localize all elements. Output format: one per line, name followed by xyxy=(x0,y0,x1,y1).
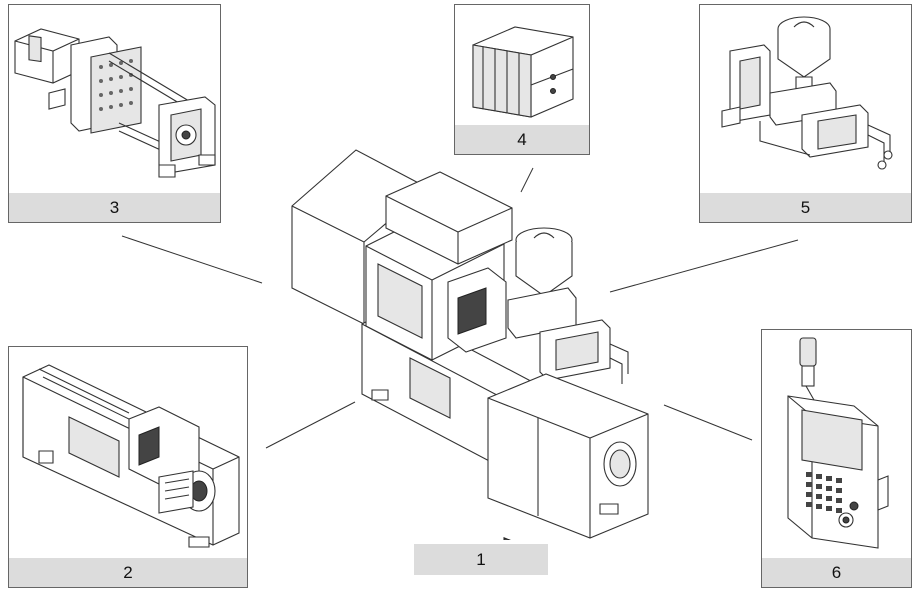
mold-drawing xyxy=(472,26,574,118)
panel-3-label: 3 xyxy=(9,193,220,222)
panel-injection-unit: 5 xyxy=(699,4,912,223)
panel-2-label: 2 xyxy=(9,558,247,587)
leader-line-4 xyxy=(520,167,534,193)
panel-control-pendant: 6 xyxy=(761,329,912,588)
leader-line-3 xyxy=(121,235,263,284)
injection-molding-machine xyxy=(291,149,649,540)
machine-base-drawing xyxy=(22,364,240,548)
leader-line-6 xyxy=(663,404,753,441)
panel-machine-base: 2 xyxy=(8,346,248,588)
leader-line-2 xyxy=(265,401,356,449)
injection-unit-drawing xyxy=(721,16,893,170)
panel-5-label: 5 xyxy=(700,193,911,222)
clamping-unit-drawing xyxy=(14,28,216,178)
leader-line-5 xyxy=(609,239,799,293)
panel-6-label: 6 xyxy=(762,558,911,587)
panel-clamping-unit: 3 xyxy=(8,4,221,223)
panel-4-label: 4 xyxy=(455,125,589,154)
main-machine-label: 1 xyxy=(414,544,548,575)
panel-mold: 4 xyxy=(454,4,590,155)
control-pendant-drawing xyxy=(787,337,889,549)
